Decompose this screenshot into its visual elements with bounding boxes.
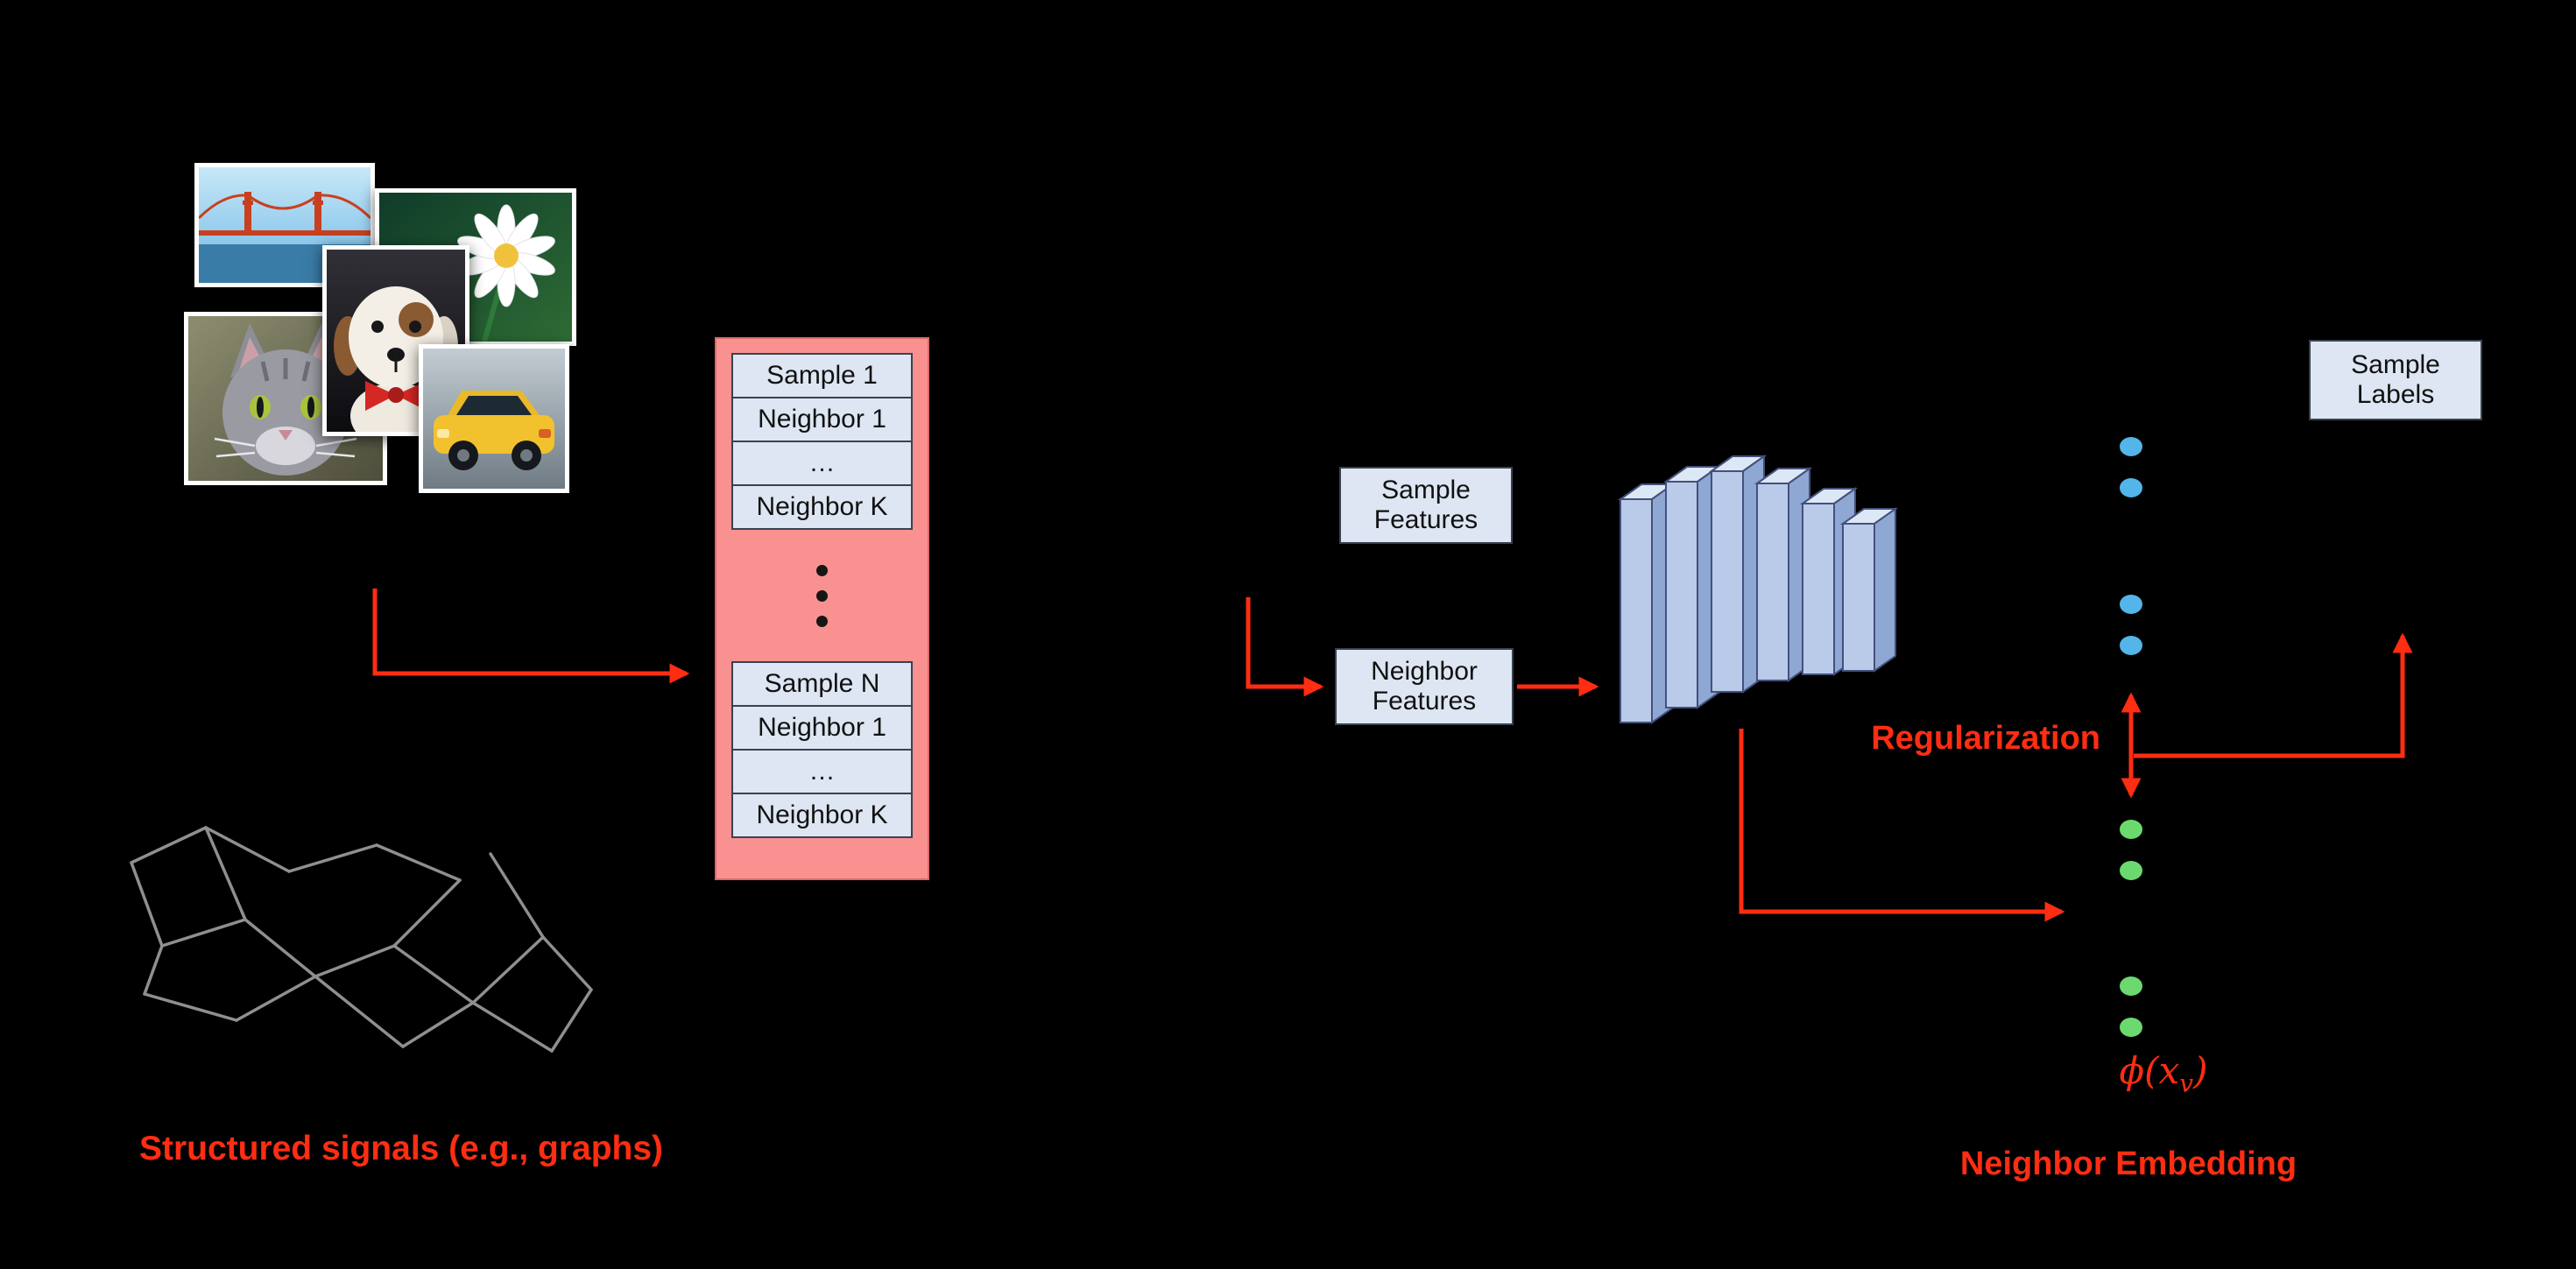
batch-row: … xyxy=(731,441,913,486)
batch-rows-bottom: Sample N Neighbor 1 … Neighbor K xyxy=(731,661,913,838)
vertical-ellipsis-dots xyxy=(816,530,828,661)
batch-row: Sample N xyxy=(731,661,913,707)
arrow-to-sample-labels xyxy=(2134,632,2413,758)
regularization-caption: Regularization xyxy=(1871,720,2100,757)
batch-row: Neighbor K xyxy=(731,484,913,530)
sample-labels-box: Sample Labels xyxy=(2309,340,2482,420)
neighbor-embedding-dot xyxy=(2120,861,2142,880)
structured-signals-caption: Structured signals (e.g., graphs) xyxy=(138,1130,664,1167)
sample-embedding-dot xyxy=(2120,478,2142,497)
sample-embedding-dot xyxy=(2120,437,2142,456)
batch-table: Sample 1 Neighbor 1 … Neighbor K Sample … xyxy=(715,337,929,880)
neural-network-icon xyxy=(1617,455,1899,724)
neighbor-embedding-formula: ϕ(xv) xyxy=(2119,1049,2208,1098)
batch-row: Neighbor K xyxy=(731,793,913,838)
car-photo xyxy=(419,344,569,493)
batch-row: … xyxy=(731,749,913,794)
arrow-to-neighbor-features xyxy=(1246,597,1324,697)
neighbor-features-box: Neighbor Features xyxy=(1335,648,1514,725)
sample-features-box: Sample Features xyxy=(1339,467,1513,544)
batch-row: Sample 1 xyxy=(731,353,913,398)
neighbor-embedding-caption: Neighbor Embedding xyxy=(1959,1146,2297,1182)
batch-row: Neighbor 1 xyxy=(731,397,913,442)
batch-row: Neighbor 1 xyxy=(731,705,913,751)
arrow-graph-to-batch xyxy=(372,589,690,684)
neighbor-embedding-dot xyxy=(2120,976,2142,996)
batch-rows-top: Sample 1 Neighbor 1 … Neighbor K xyxy=(731,353,913,530)
sample-embedding-dot xyxy=(2120,636,2142,655)
neighbor-embedding-dot xyxy=(2120,820,2142,839)
graph-illustration xyxy=(130,826,593,1053)
sample-embedding-dot xyxy=(2120,595,2142,614)
neighbor-embedding-dot xyxy=(2120,1018,2142,1037)
